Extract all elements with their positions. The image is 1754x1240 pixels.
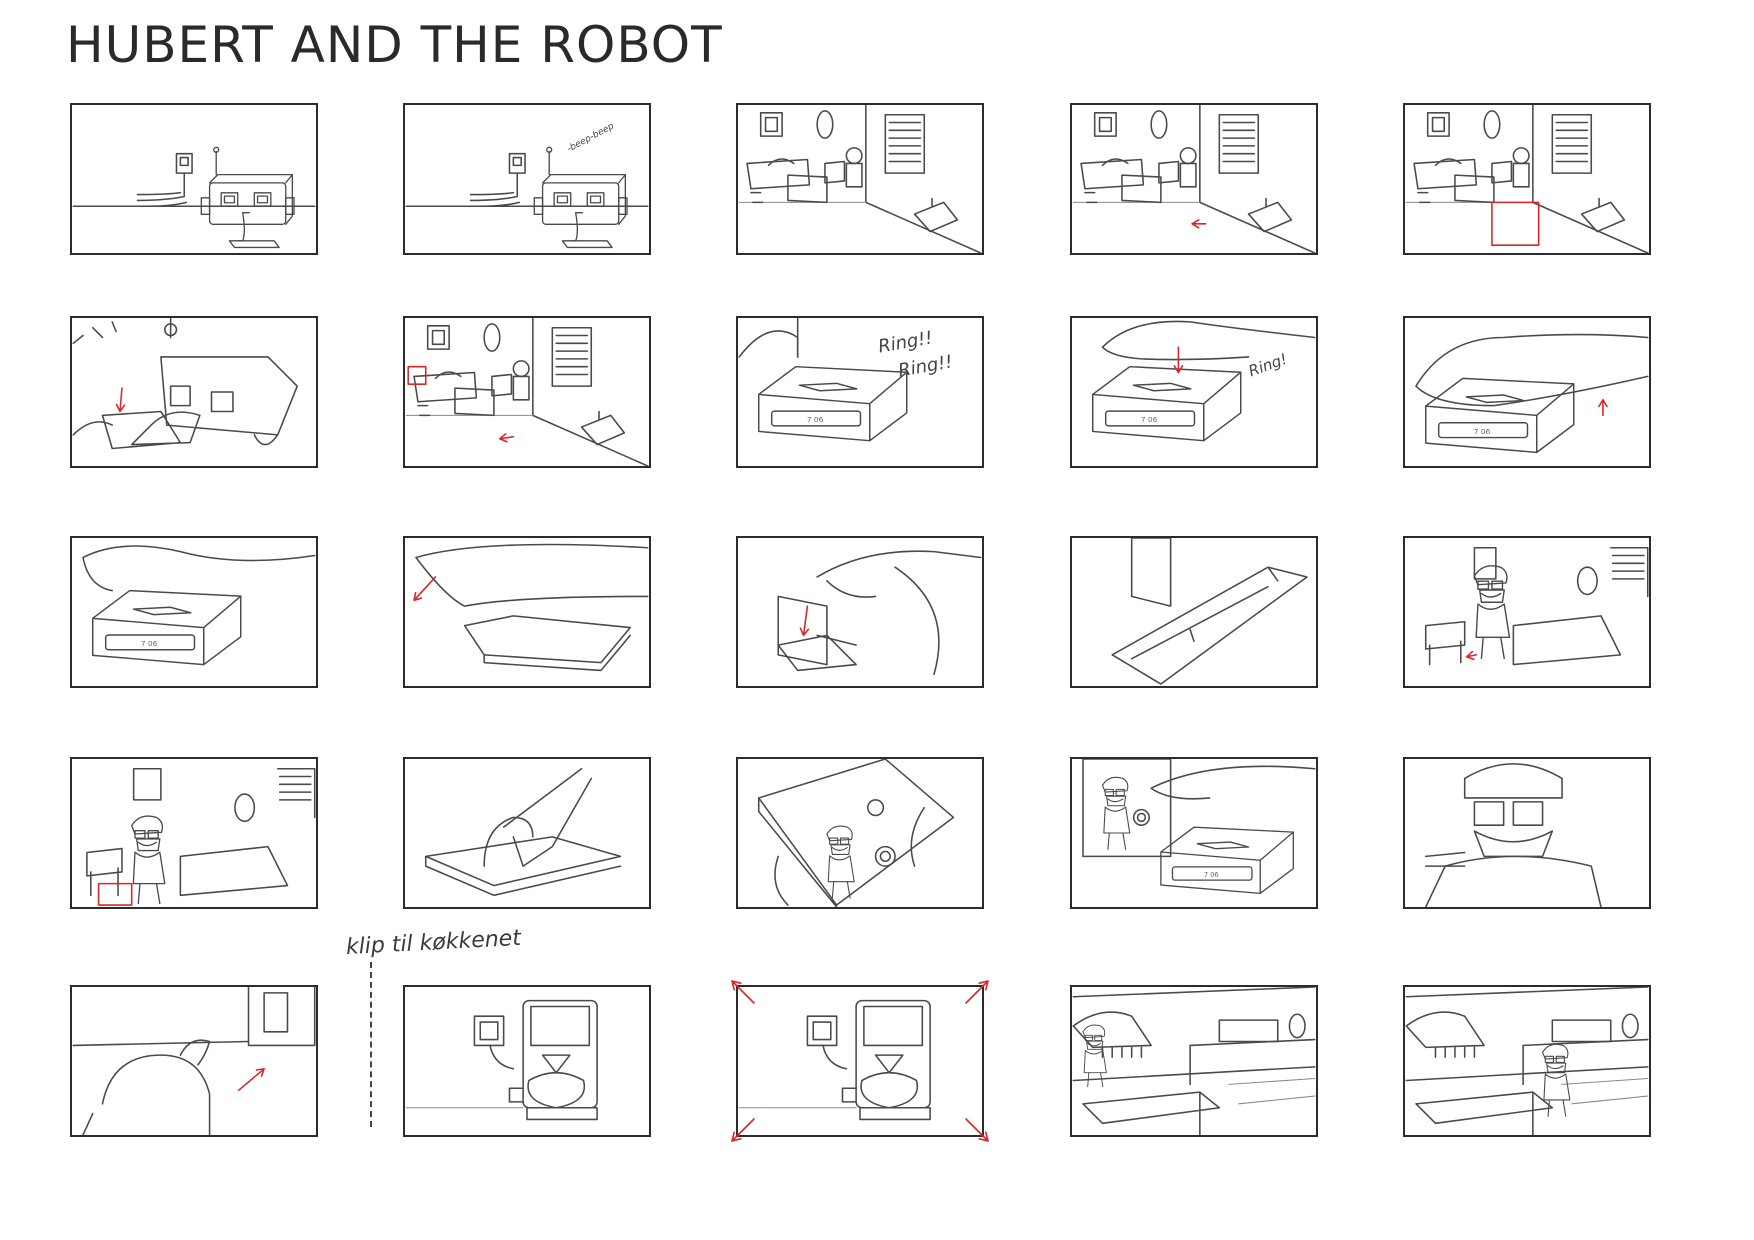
panel-sketch [405, 146, 649, 249]
panel-sketch [1405, 105, 1649, 253]
panel-sketch [86, 767, 316, 906]
panel-sketch [1072, 105, 1316, 253]
storyboard-panel-hubert-back-view [70, 985, 318, 1137]
storyboard-panel-hubert-bedside-highlight [70, 757, 318, 909]
storyboard-panel-clock-case-open [1070, 536, 1318, 688]
panel-sketch [1111, 538, 1308, 685]
storyboard-panel-bedroom-wide [736, 103, 984, 255]
zoom-arrows [731, 980, 989, 1142]
panel-sketch [405, 318, 649, 466]
storyboard-panel-hand-lift-clock [403, 536, 651, 688]
panel-sketch [1072, 987, 1316, 1135]
svg-text:7 06: 7 06 [1474, 427, 1491, 436]
storyboard-panel-robot-closeup-book [70, 316, 318, 468]
panel-sketch [757, 759, 955, 907]
panel-sketch [738, 999, 931, 1121]
panel-sketch [72, 318, 298, 450]
panel-sketch: 7 06 [738, 318, 908, 442]
panel-sketch: 7 06 [1091, 320, 1316, 442]
storyboard-panel-coffee-machine [403, 985, 651, 1137]
panel-sketch [777, 550, 982, 676]
storyboard-panel-kitchen-wide [1070, 985, 1318, 1137]
panel-sketch: 7 06 [82, 545, 316, 666]
storyboard-panel-hubert-bedside [1403, 536, 1651, 688]
storyboard-panel-coffee-machine-zoom [736, 985, 984, 1137]
svg-text:7 06: 7 06 [141, 639, 158, 648]
storyboard-panel-kitchen-hubert [1403, 985, 1651, 1137]
storyboard-panel-hand-over-clock: 7 06 [1403, 316, 1651, 468]
panel-sketch [405, 999, 598, 1121]
panel-sketch [413, 543, 649, 672]
storyboard-panel-robot-alarm-beeping: -beep-beep [403, 103, 651, 255]
storyboard-title: HUBERT AND THE ROBOT [66, 16, 723, 74]
storyboard-panel-clock-ringing: 7 06 Ring!!Ring!! [736, 316, 984, 468]
storyboard-panel-hand-take-tablet [403, 757, 651, 909]
panel-sketch [1424, 763, 1602, 907]
panel-sketch [738, 105, 982, 253]
storyboard-panel-bedroom-robot-moves [1070, 103, 1318, 255]
panel-sketch [72, 146, 316, 249]
svg-text:7 06: 7 06 [807, 415, 824, 424]
panel-sketch [1405, 987, 1649, 1135]
storyboard-panel-photo-and-clock: 7 06 [1070, 757, 1318, 909]
storyboard-panel-clock-drop [736, 536, 984, 688]
storyboard-panel-hand-press-clock: 7 06 Ring! [1070, 316, 1318, 468]
storyboard-panel-robot-alarm-wide [70, 103, 318, 255]
cut-divider [370, 962, 372, 1127]
storyboard-panel-bedroom-robot-highlighted [1403, 103, 1651, 255]
panel-sketch [72, 987, 316, 1135]
storyboard-panel-tablet-photo [736, 757, 984, 909]
storyboard-panel-bedroom-clock-highlighted [403, 316, 651, 468]
panel-sketch: 7 06 [1082, 759, 1316, 895]
panel-sketch [1424, 546, 1649, 666]
storyboard-panel-hand-on-clock: 7 06 [70, 536, 318, 688]
panel-sketch: 7 06 [1415, 333, 1649, 454]
storyboard-panel-hubert-closeup [1403, 757, 1651, 909]
panel-sketch [424, 767, 622, 897]
svg-text:7 06: 7 06 [1204, 871, 1219, 879]
svg-text:7 06: 7 06 [1141, 415, 1158, 424]
